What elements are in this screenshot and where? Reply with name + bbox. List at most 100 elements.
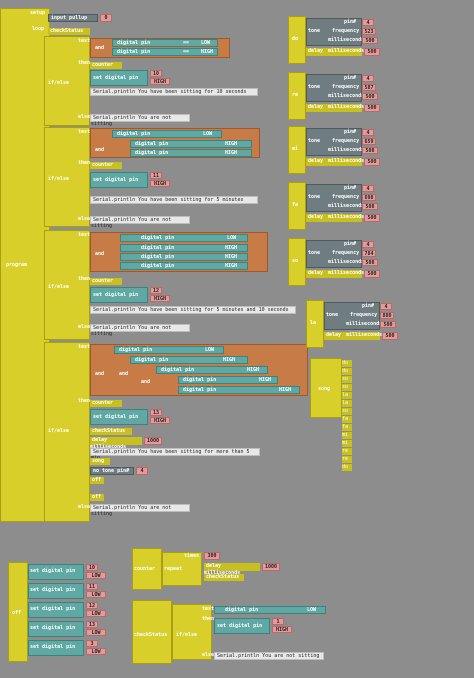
song-function[interactable]	[310, 358, 342, 418]
serial-print-1-else[interactable]: Serial.println You are not sitting	[90, 114, 190, 127]
tone-pin-do[interactable]: 4	[362, 19, 374, 26]
note-delay-do[interactable]	[306, 48, 362, 56]
off-set-pin-state[interactable]: LOW	[86, 629, 106, 636]
cond-1a[interactable]: digital pin == LOW	[112, 39, 218, 47]
note-function-fa[interactable]	[288, 182, 306, 230]
tone-ms-mi[interactable]: 500	[362, 147, 378, 154]
off-set-pin-num[interactable]: 13	[86, 621, 98, 628]
song-call[interactable]: song	[90, 458, 110, 465]
input-pullup-pin[interactable]: 0	[100, 14, 112, 22]
serial-print-4[interactable]: Serial.println You have been sitting for…	[90, 448, 260, 461]
tone-frequency-mi[interactable]: 659	[362, 138, 376, 145]
tone-pin-la[interactable]: 4	[380, 303, 392, 310]
checkstatus-serial[interactable]: Serial.println You are not sitting	[214, 652, 324, 660]
tone-ms-la[interactable]: 500	[380, 321, 396, 328]
song-call-item[interactable]: do	[342, 464, 352, 471]
song-call-item[interactable]: re	[342, 448, 352, 455]
song-call-item[interactable]: do	[342, 368, 352, 375]
tone-block-fa[interactable]	[306, 184, 362, 212]
off-set-pin-state[interactable]: LOW	[86, 610, 106, 617]
note-delay-value-do[interactable]: 500	[364, 48, 380, 56]
song-call-item[interactable]: do	[342, 360, 352, 367]
set-pin-4-num[interactable]: 13	[150, 409, 162, 416]
song-call-item[interactable]: la	[342, 392, 352, 399]
serial-print-3-else[interactable]: Serial.println You are not sitting	[90, 324, 190, 337]
serial-print-1[interactable]: Serial.println You have been sitting for…	[90, 88, 258, 96]
tone-block-do[interactable]	[306, 18, 362, 46]
set-pin-4-state[interactable]: HIGH	[150, 417, 170, 424]
set-pin-3[interactable]: set digital pin	[90, 287, 148, 303]
note-function-la[interactable]	[306, 300, 324, 348]
counter-call-4[interactable]: counter	[90, 400, 122, 407]
tone-ms-fa[interactable]: 500	[362, 203, 378, 210]
checkstatus-function[interactable]	[132, 600, 172, 664]
tone-frequency-re[interactable]: 587	[362, 84, 376, 91]
repeat-block[interactable]	[162, 552, 202, 586]
note-delay-so[interactable]	[306, 270, 362, 278]
tone-ms-re[interactable]: 500	[362, 93, 378, 100]
off-set-pin-num[interactable]: 11	[86, 583, 98, 590]
off-set-pin[interactable]	[28, 564, 84, 580]
counter-call-3[interactable]: counter	[90, 278, 122, 285]
note-delay-value-so[interactable]: 500	[364, 270, 380, 278]
tone-block-so[interactable]	[306, 240, 362, 268]
song-call-item[interactable]: so	[342, 408, 352, 415]
note-function-mi[interactable]	[288, 126, 306, 174]
set-pin-2-num[interactable]: 11	[150, 172, 162, 179]
ifelse-block-2[interactable]	[44, 127, 90, 227]
off-set-pin-num[interactable]: 10	[86, 564, 98, 571]
counter-call-2[interactable]: counter	[90, 162, 122, 169]
song-call-item[interactable]: mi	[342, 440, 352, 447]
song-call-item[interactable]: fa	[342, 424, 352, 431]
checkstatus-call-4[interactable]: checkStatus	[90, 428, 132, 435]
off-set-pin-state[interactable]: LOW	[86, 648, 106, 655]
set-pin-1-num[interactable]: 10	[150, 70, 162, 77]
input-pullup-block[interactable]: input pullup	[48, 14, 98, 22]
tone-frequency-do[interactable]: 523	[362, 28, 376, 35]
serial-print-2[interactable]: Serial.println You have been sitting for…	[90, 196, 258, 204]
note-function-re[interactable]	[288, 72, 306, 120]
off-set-pin[interactable]	[28, 602, 84, 618]
tone-frequency-so[interactable]: 784	[362, 250, 376, 257]
counter-delay[interactable]: delay milliseconds	[204, 563, 260, 576]
off-set-pin[interactable]	[28, 621, 84, 637]
delay-1[interactable]: delay milliseconds	[90, 437, 142, 450]
tone-ms-so[interactable]: 500	[362, 259, 378, 266]
ifelse-block-4[interactable]	[44, 342, 90, 522]
checkstatus-set-pin-state[interactable]: HIGH	[272, 626, 292, 633]
ifelse-block-3[interactable]	[44, 230, 90, 340]
off-set-pin[interactable]	[28, 583, 84, 599]
delay-1-value[interactable]: 1000	[144, 437, 162, 445]
serial-print-2-else[interactable]: Serial.println You are not sitting	[90, 216, 190, 229]
set-pin-3-state[interactable]: HIGH	[150, 295, 170, 302]
counter-function[interactable]	[132, 548, 162, 590]
song-call-item[interactable]: re	[342, 456, 352, 463]
tone-pin-mi[interactable]: 4	[362, 129, 374, 136]
cond-1b[interactable]: digital pin == HIGH	[112, 48, 218, 56]
off-set-pin-num[interactable]: 12	[86, 602, 98, 609]
tone-pin-fa[interactable]: 4	[362, 185, 374, 192]
checkstatus-set-pin-num[interactable]: 1	[272, 618, 284, 625]
note-function-so[interactable]	[288, 238, 306, 286]
checkstatus-ifelse[interactable]	[172, 604, 212, 660]
set-pin-2-state[interactable]: HIGH	[150, 180, 170, 187]
no-tone-pin[interactable]: 4	[136, 467, 148, 475]
set-pin-2[interactable]: set digital pin	[90, 172, 148, 188]
tone-block-mi[interactable]	[306, 128, 362, 156]
checkstatus-call[interactable]: checkStatus	[48, 28, 90, 35]
program-block[interactable]	[0, 8, 50, 522]
tone-frequency-la[interactable]: 880	[380, 312, 394, 319]
ifelse-block-1[interactable]	[44, 36, 90, 126]
note-delay-value-la[interactable]: 500	[382, 332, 398, 340]
set-pin-1-state[interactable]: HIGH	[150, 78, 170, 85]
